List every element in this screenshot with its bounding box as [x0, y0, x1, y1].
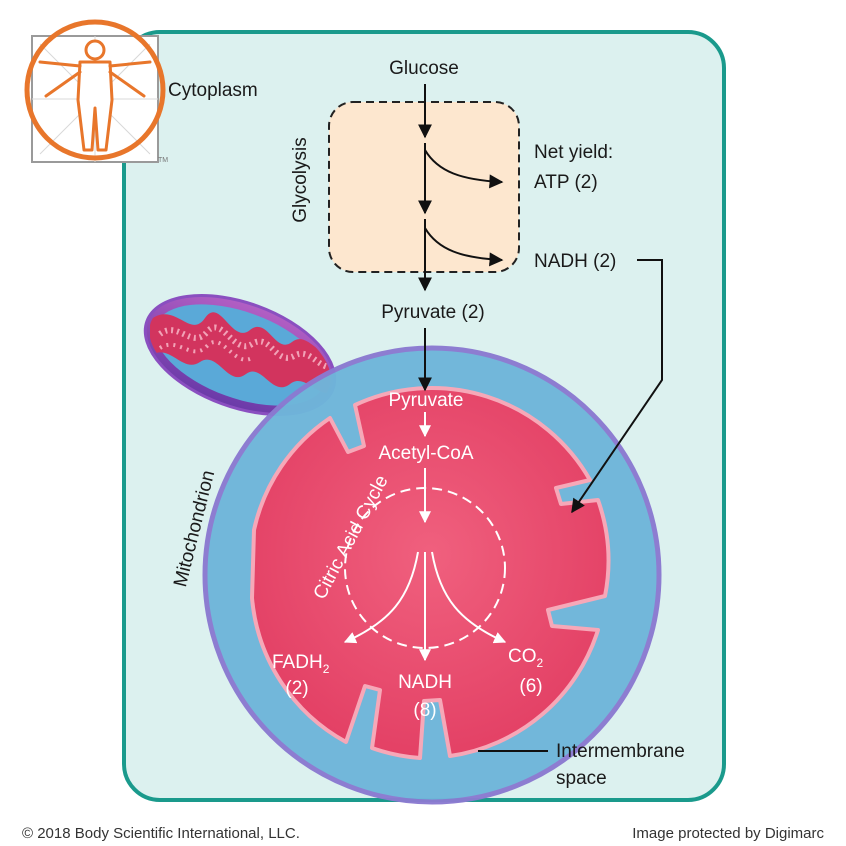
nadh-cycle-label: NADH — [398, 672, 452, 693]
acetyl-coa-label: Acetyl-CoA — [378, 443, 473, 464]
citric-acid-cycle-loop — [344, 487, 506, 649]
glycolysis-arrows — [418, 84, 663, 752]
fadh2-main: FADH — [272, 652, 323, 673]
intermembrane-label-line1: Intermembrane — [556, 741, 685, 762]
matrix-arrows — [343, 412, 507, 662]
pyruvate-output-label: Pyruvate (2) — [381, 302, 484, 323]
atp-label: ATP (2) — [534, 172, 598, 193]
atp-yield-arrow — [424, 149, 504, 189]
fadh2-label: FADH2 — [272, 652, 330, 676]
nadh-to-mitochondrion-arrow — [571, 259, 663, 514]
co2-subscript: 2 — [537, 656, 544, 670]
co2-label: CO2 — [508, 646, 544, 670]
body-scientific-logo: TM — [24, 19, 168, 164]
nadh-cycle-count-label: (8) — [413, 700, 436, 721]
trademark-mark: TM — [158, 157, 168, 164]
co2-main: CO — [508, 646, 537, 667]
nadh-yield-arrow — [424, 227, 504, 267]
glucose-label: Glucose — [389, 58, 459, 79]
pyruvate-matrix-label: Pyruvate — [389, 390, 464, 411]
to-co2-arrow — [431, 551, 507, 644]
intermembrane-label-line2: space — [556, 768, 607, 789]
co2-count-label: (6) — [519, 676, 542, 697]
fadh2-subscript: 2 — [323, 662, 330, 676]
digimarc-footer: Image protected by Digimarc — [632, 825, 824, 842]
nadh-glycolysis-label: NADH (2) — [534, 251, 616, 272]
mitochondrion-illustration — [143, 294, 337, 416]
to-fadh2-arrow — [343, 551, 419, 644]
fadh2-count-label: (2) — [285, 678, 308, 699]
cytoplasm-label: Cytoplasm — [168, 80, 258, 101]
mitochondrial-matrix — [250, 386, 611, 760]
glycolysis-label: Glycolysis — [290, 137, 311, 223]
net-yield-label: Net yield: — [534, 142, 613, 163]
copyright-footer: © 2018 Body Scientific International, LL… — [22, 825, 300, 842]
